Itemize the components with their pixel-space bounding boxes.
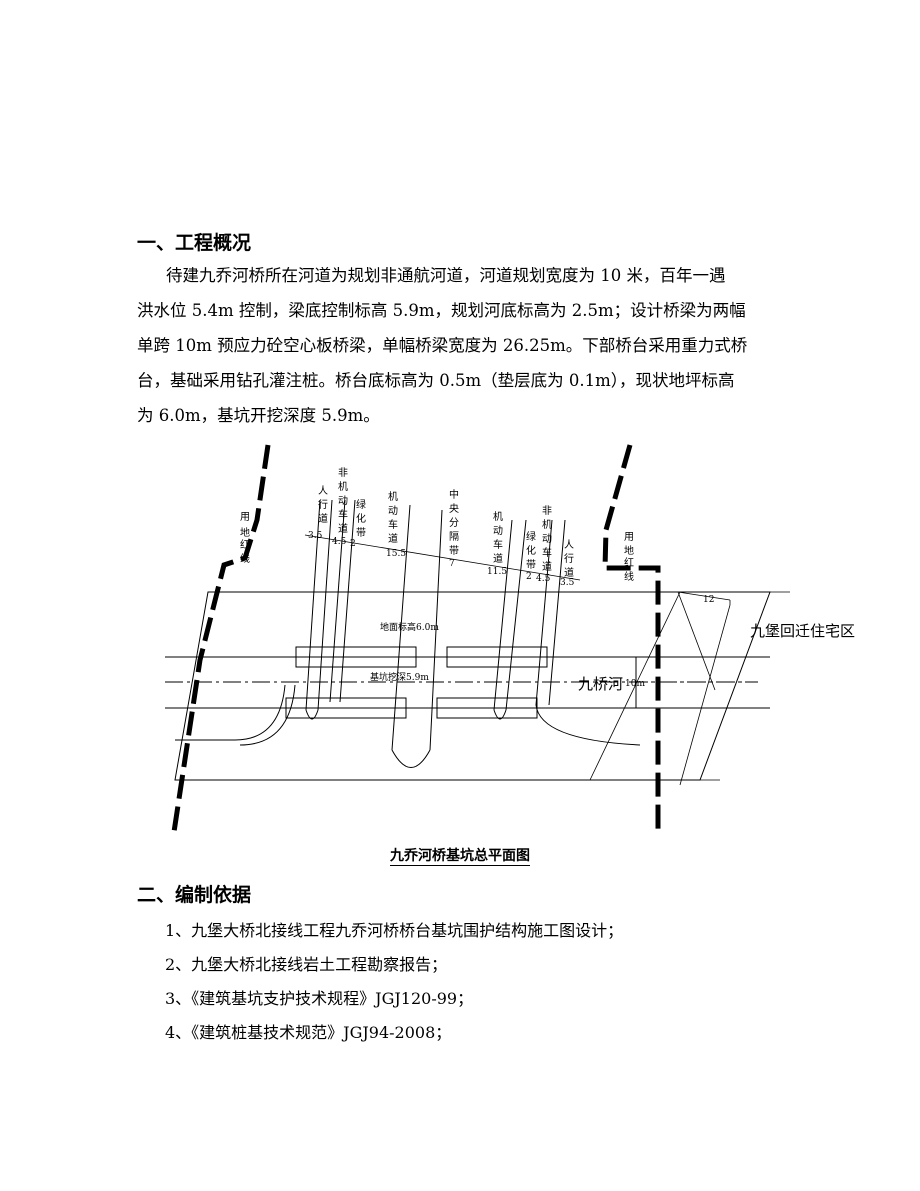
section-heading-basis: 二、编制依据 [137, 884, 252, 906]
list-item: 4、《建筑桩基技术规范》JGJ94-2008； [165, 1023, 452, 1042]
left-boundary-label: 用地红线 [240, 512, 250, 565]
excavation-depth-label: 基坑挖深5.9m [370, 671, 429, 683]
river-label: 九桥河 [578, 675, 623, 693]
lane-label: 非机动车道 [542, 505, 552, 573]
right-boundary-line [602, 444, 661, 835]
pit-north-right [446, 646, 548, 668]
paragraph-line: 单跨 10m 预应力砼空心板桥梁，单幅桥梁宽度为 26.25m。下部桥台采用重力… [137, 336, 748, 355]
ground-elevation-label: 地面标高6.0m [380, 621, 439, 633]
section-heading-overview: 一、工程概况 [137, 232, 252, 254]
paragraph-line: 为 6.0m，基坑开挖深度 5.9m。 [137, 406, 380, 425]
overview-paragraph: 待建九乔河桥所在河道为规划非通航河道，河道规划宽度为 10 米，百年一遇 洪水位… [137, 258, 787, 433]
lane-label: 机动车道 [388, 490, 398, 545]
right-boundary-label: 用地红线 [624, 532, 634, 583]
site-plan-diagram: 用地红线 用地红线 人行道 3.5 非机动车道 4.5 绿化带 2 机动车道 1… [165, 444, 855, 835]
lane-label: 机动车道 [493, 510, 503, 565]
lane-label: 非机动车道 [338, 467, 348, 535]
reference-list: 1、九堡大桥北接线工程九乔河桥桥台基坑围护结构施工图设计； 2、九堡大桥北接线岩… [165, 914, 623, 1050]
residential-area-label: 九堡回迁住宅区 [750, 622, 855, 640]
paragraph-line: 待建九乔河桥所在河道为规划非通航河道，河道规划宽度为 10 米，百年一遇 [166, 266, 726, 285]
pit-south-left [285, 697, 407, 719]
lane-width: 4.5 [332, 537, 347, 547]
lane-width: 11.5 [487, 567, 507, 577]
lane-width: 7 [449, 559, 455, 569]
lane-label: 人行道 [318, 485, 328, 525]
lane-width: 15.5 [386, 549, 406, 559]
left-boundary-line [171, 444, 271, 833]
lane-label: 人行道 [564, 539, 574, 579]
list-item: 3、《建筑基坑支护技术规程》JGJ120-99； [165, 989, 474, 1008]
lane-label: 中央分隔带 [449, 488, 459, 557]
setback-label: 12 [703, 595, 714, 605]
lane-width: 2 [526, 572, 532, 582]
lane-width: 2 [350, 539, 356, 549]
site-outline [174, 591, 771, 781]
list-item: 2、九堡大桥北接线岩土工程勘察报告； [165, 955, 448, 974]
diagram-caption: 九乔河桥基坑总平面图 [390, 848, 530, 866]
lane-label: 绿化带 [356, 498, 366, 539]
lane-label: 绿化带 [526, 530, 536, 571]
river-width-label: 10m [625, 679, 645, 689]
list-item: 1、九堡大桥北接线工程九乔河桥桥台基坑围护结构施工图设计； [165, 921, 624, 940]
lane-width: 3.5 [560, 578, 575, 588]
paragraph-line: 洪水位 5.4m 控制，梁底控制标高 5.9m，规划河底标高为 2.5m；设计桥… [137, 301, 746, 320]
lane-width: 3.5 [308, 531, 323, 541]
lane-width: 4.5 [536, 574, 551, 584]
pit-north-left [295, 646, 417, 668]
paragraph-line: 台，基础采用钻孔灌注桩。桥台底标高为 0.5m（垫层底为 0.1m），现状地坪标… [137, 371, 735, 390]
